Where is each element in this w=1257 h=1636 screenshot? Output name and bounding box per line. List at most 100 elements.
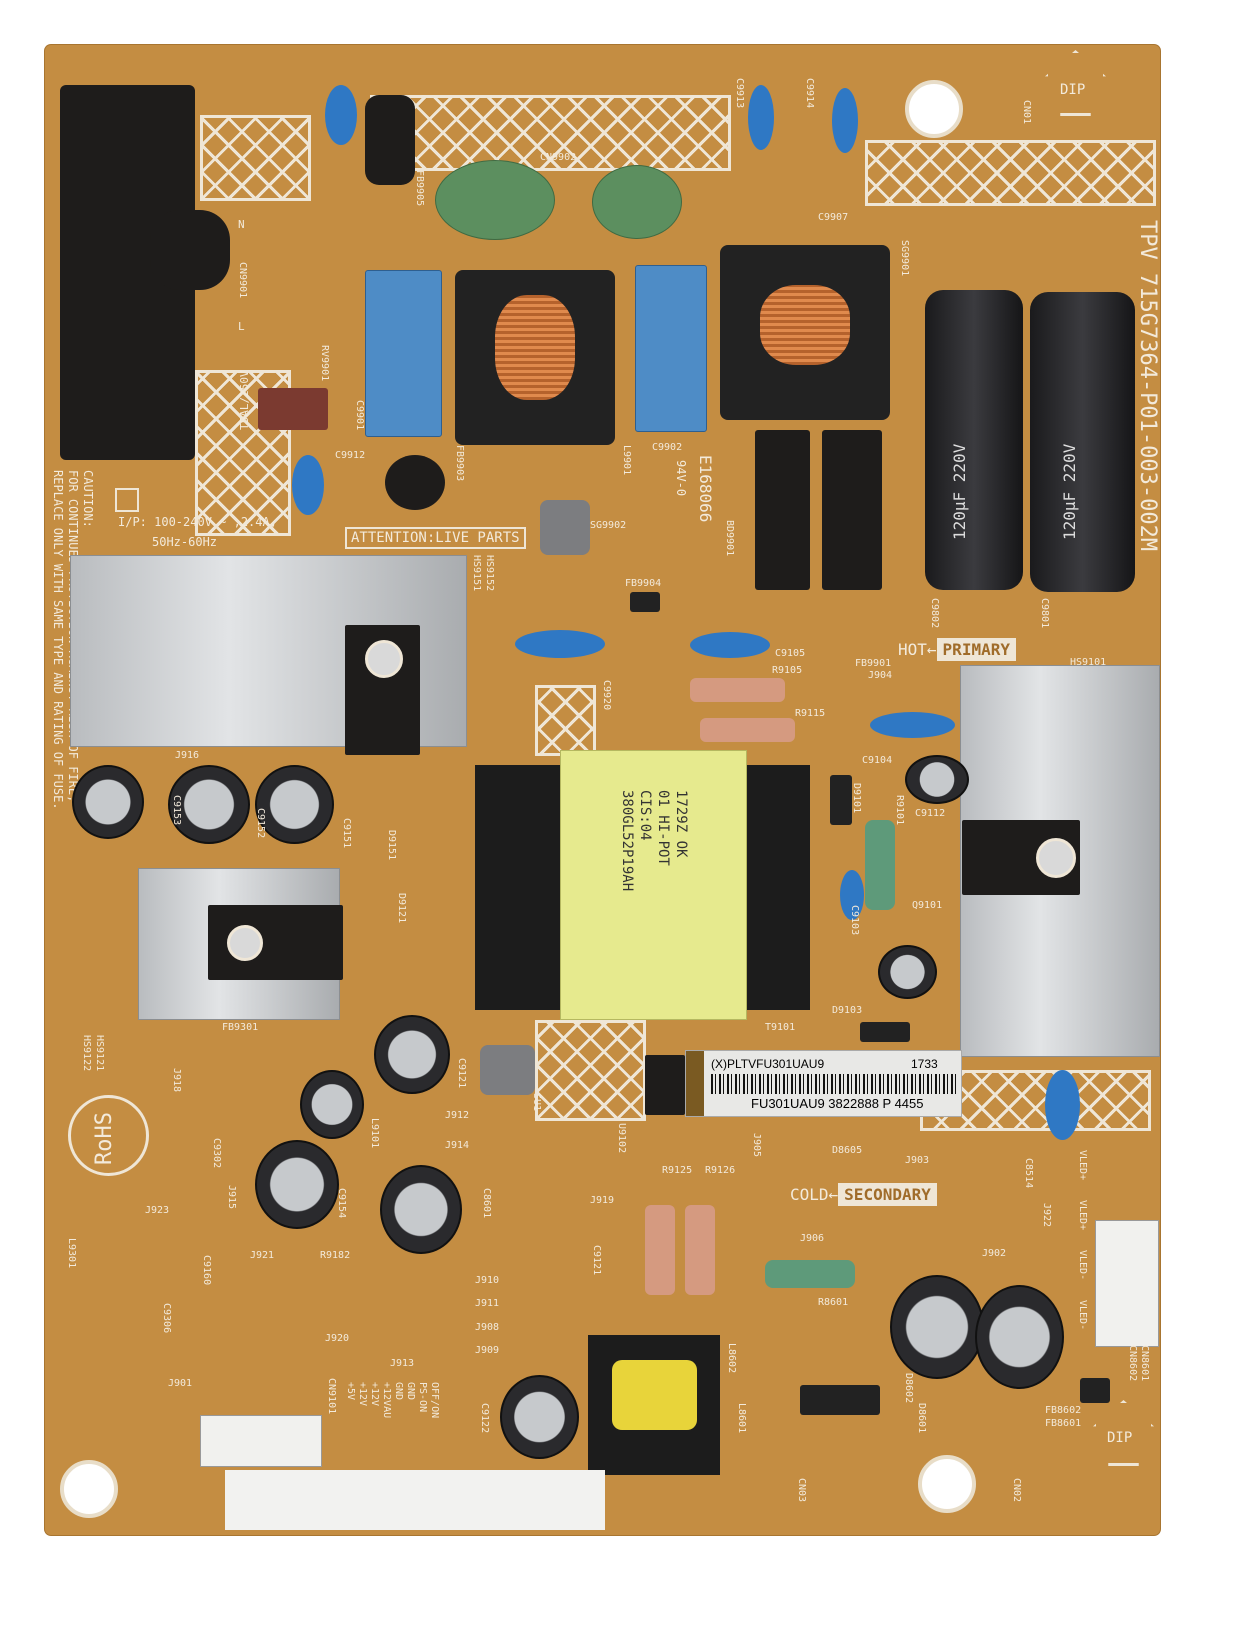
pin-label: +12V [357,1382,368,1407]
ul-file-number: E168066 [696,455,715,523]
main-transformer [560,750,747,1020]
rohs-logo [68,1095,149,1176]
designator: C9121 [456,1058,467,1089]
mounting-hole [905,80,963,138]
electrolytic-capacitor [380,1165,462,1254]
transformer-label: 1729Z OK 01 HI-POT CIS:04 380GL52P19AH [618,790,690,891]
designator: C9121 [591,1245,602,1276]
polarity-l: L [238,320,245,333]
designator: SG9901 [899,240,910,277]
designator: HS9152 [484,555,495,592]
pin-label: VLED+ [1077,1200,1088,1231]
cold-secondary-label: COLD←SECONDARY [790,1183,937,1206]
designator: FB9904 [625,578,662,589]
surge-absorber [540,500,590,555]
designator: C9122 [479,1403,490,1434]
standby-transformer-core [612,1360,697,1430]
resistor [865,820,895,910]
serial-sticker: (X)PLTVFU301UAU9 1733 FU301UAU9 3822888 … [685,1050,962,1117]
designator: L9901 [621,445,632,476]
bridge-rectifier [822,430,882,590]
designator: C8514 [1023,1158,1034,1189]
y-capacitor [748,85,774,150]
choke-winding [760,285,850,365]
pin-label: +12V [369,1382,380,1407]
double-insulation-icon [115,488,139,512]
designator: FB9301 [222,1022,259,1033]
pin-label: OFF/ON [429,1382,440,1419]
designator: CN9902 [540,152,577,163]
y-capacitor [870,712,955,738]
y-capacitor [515,630,605,658]
keepout-hatch [535,685,596,756]
flammability-rating: 94V-0 [674,460,688,497]
polarity-n: N [238,218,245,231]
designator: C9104 [862,755,893,766]
electrolytic-capacitor [255,765,334,844]
designator: J919 [590,1195,615,1206]
designator: R9105 [772,665,803,676]
surge-absorber [480,1045,535,1095]
designator: J911 [475,1298,500,1309]
designator: J906 [800,1233,825,1244]
designator: CN03 [796,1478,807,1503]
designator: HS9151 [471,555,482,592]
designator: J901 [168,1378,193,1389]
designator: C9901 [354,400,365,431]
cold-label: COLD [790,1185,829,1204]
designator: FB8601 [1045,1418,1082,1429]
electrolytic-capacitor [72,765,144,839]
diode [630,592,660,612]
designator: FB9905 [414,170,425,207]
transformer-label-line: CIS:04 [637,790,653,841]
designator: BD9901 [724,520,735,557]
dip-label: DIP [1060,82,1086,98]
mounting-hole [60,1460,118,1518]
designator: CN8602 [1127,1345,1138,1382]
keepout-hatch [200,115,311,201]
pin-label: GND [405,1382,416,1401]
electrolytic-capacitor [905,755,969,804]
screw [1036,838,1076,878]
output-connector-cn9101[interactable] [200,1415,322,1467]
designator: CN9101 [326,1378,337,1415]
designator: R9125 [662,1165,693,1176]
diode [800,1385,880,1415]
designator: J912 [445,1110,470,1121]
keepout-hatch [535,1020,646,1121]
resistor [765,1260,855,1288]
transformer-label-line: 1729Z OK [673,790,689,858]
designator: J904 [868,670,893,681]
y-capacitor [292,455,324,515]
designator: J909 [475,1345,500,1356]
secondary-label: SECONDARY [838,1183,937,1206]
keepout-hatch [865,140,1156,206]
designator: C9302 [211,1138,222,1169]
designator: C9160 [201,1255,212,1286]
designator: HS9122 [81,1035,92,1072]
designator: J905 [751,1133,762,1158]
electrolytic-capacitor [975,1285,1064,1389]
designator: C9103 [849,905,860,936]
designator: D8602 [903,1373,914,1404]
y-capacitor [840,870,864,920]
designator: C9801 [1039,598,1050,629]
led-connector-cn8601[interactable] [1095,1220,1159,1347]
designator: D9151 [386,830,397,861]
board-cutout [225,1470,605,1530]
ferrite-bead [385,455,445,510]
designator: FB9901 [855,658,892,669]
y-capacitor [1045,1070,1080,1140]
designator: CN9901 [237,262,248,299]
electrolytic-capacitor [890,1275,984,1379]
designator: J908 [475,1322,500,1333]
designator: R9182 [320,1250,351,1261]
caution-line: REPLACE ONLY WITH SAME TYPE AND RATING O… [51,470,65,810]
x-capacitor [365,270,442,437]
designator: C9912 [335,450,366,461]
designator: R9115 [795,708,826,719]
inductor [365,95,415,185]
pin-label: PS-ON [417,1382,428,1413]
connector-pinout: OFF/ON PS-ON GND GND +12VAU +12V +12V +5… [344,1382,440,1418]
